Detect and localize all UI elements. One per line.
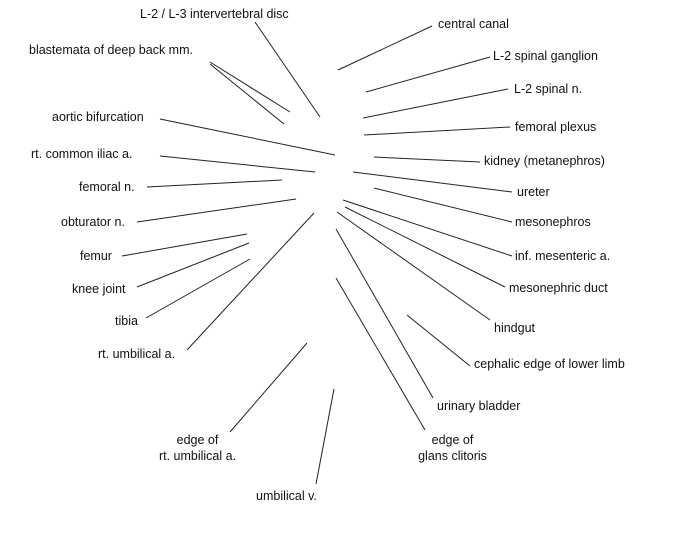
leader-kidney (373, 156, 481, 163)
label-hindgut: hindgut (494, 321, 536, 335)
label-knee-joint: knee joint (72, 282, 126, 296)
leader-mesonephric-duct (344, 206, 506, 288)
label-femoral-plexus: femoral plexus (515, 120, 597, 134)
leader-inf-mesenteric (342, 199, 513, 257)
leader-central-canal (337, 25, 433, 71)
label-edge-rt-umbilical-line2: rt. umbilical a. (158, 449, 237, 463)
leader-femoral-n (146, 179, 283, 188)
leader-rt-umbilical-a (186, 212, 315, 351)
label-femoral-n: femoral n. (79, 180, 135, 194)
label-l2-l3-disc: L-2 / L-3 intervertebral disc (140, 7, 289, 21)
leader-edge-rt-umbilical (229, 342, 308, 433)
label-rt-umbilical-a: rt. umbilical a. (98, 347, 176, 361)
label-edge-rt-umbilical: edge of rt. umbilical a. (150, 432, 245, 464)
label-central-canal: central canal (438, 17, 509, 31)
leader-knee-joint (136, 242, 250, 288)
label-mesonephric-duct: mesonephric duct (509, 281, 608, 295)
label-l2-spinal-ganglion: L-2 spinal ganglion (493, 49, 598, 63)
label-edge-rt-umbilical-line1: edge of (176, 433, 219, 447)
label-edge-glans-line1: edge of (431, 433, 474, 447)
leader-obturator-n (136, 198, 297, 223)
leader-rt-common-iliac (159, 155, 316, 173)
label-mesonephros: mesonephros (515, 215, 591, 229)
label-kidney: kidney (metanephros) (484, 154, 605, 168)
label-l2-spinal-n: L-2 spinal n. (514, 82, 583, 96)
leader-femoral-plexus (363, 126, 511, 136)
label-umbilical-v: umbilical v. (256, 489, 317, 503)
label-inf-mesenteric: inf. mesenteric a. (515, 249, 611, 263)
leader-l2-spinal-ganglion (365, 56, 491, 93)
leader-aortic-bifurcation (159, 118, 336, 156)
leader-femur (121, 233, 248, 257)
leader-ureter (352, 171, 513, 193)
label-blastemata: blastemata of deep back mm. (29, 43, 193, 57)
label-ureter: ureter (517, 185, 550, 199)
label-femur: femur (80, 249, 112, 263)
label-edge-glans: edge of glans clitoris (410, 432, 495, 464)
label-urinary-bladder: urinary bladder (437, 399, 521, 413)
leader-l2-spinal-n (362, 88, 509, 119)
label-cephalic-edge: cephalic edge of lower limb (474, 357, 625, 371)
leader-urinary-bladder (335, 228, 434, 399)
label-edge-glans-line2: glans clitoris (418, 449, 487, 463)
label-rt-common-iliac: rt. common iliac a. (31, 147, 133, 161)
label-tibia: tibia (115, 314, 138, 328)
leader-tibia (145, 258, 251, 319)
leader-hindgut (336, 211, 491, 321)
leader-l2-l3-disc (254, 21, 321, 118)
label-obturator-n: obturator n. (61, 215, 125, 229)
label-aortic-bifurcation: aortic bifurcation (52, 110, 144, 124)
leader-blastemata-1 (209, 61, 291, 113)
leader-blastemata-2 (209, 63, 285, 125)
leader-edge-glans (335, 277, 426, 431)
leader-umbilical-v (315, 388, 335, 485)
leader-mesonephros (373, 187, 513, 223)
leader-cephalic-edge (406, 314, 471, 367)
